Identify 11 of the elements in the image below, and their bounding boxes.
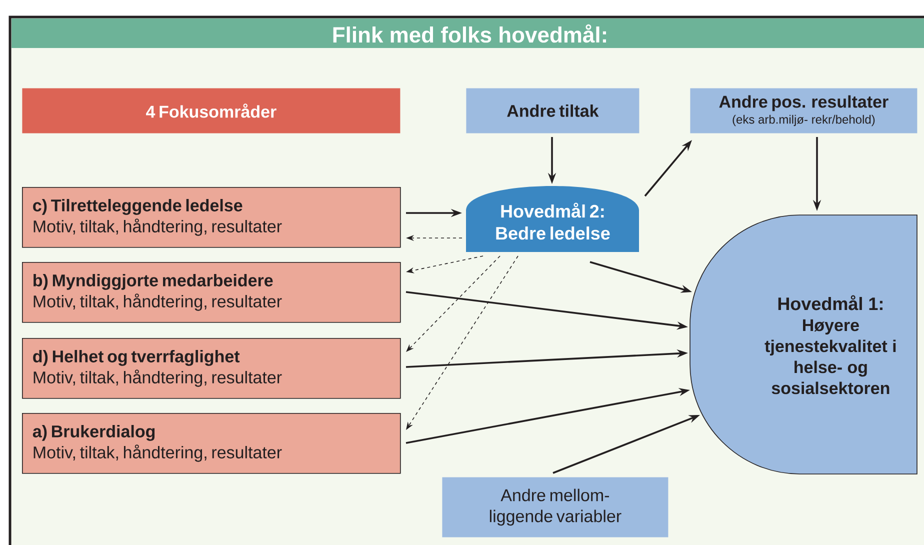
focus-area-box: a) Brukerdialog Motiv, tiltak, håndtering, resultater xyxy=(22,413,401,474)
arrow xyxy=(406,256,500,352)
heading-box: 4 Fokusområder xyxy=(22,88,400,134)
title-band: Flink med folks hovedmål: xyxy=(12,18,924,48)
focus-area-box: b) Myndiggjorte medarbeidere Motiv, tiltak, håndtering, resultater xyxy=(22,262,401,323)
focus-area-box: c) Tilretteleggende ledelse Motiv, tiltak, håndtering, resultater xyxy=(22,187,401,248)
factor-box: Andre pos. resultater (eks arb.miljø- rekr/behold) xyxy=(690,88,918,134)
goal-dome: Hovedmål 2: Bedre ledelse xyxy=(466,186,639,252)
factor-box: Andre tiltak xyxy=(466,88,640,134)
factor-box: Andre mellom- liggende variabler xyxy=(442,477,668,538)
focus-area-box: d) Helhet og tverrfaglighet Motiv, tiltak, håndtering, resultater xyxy=(22,338,401,399)
